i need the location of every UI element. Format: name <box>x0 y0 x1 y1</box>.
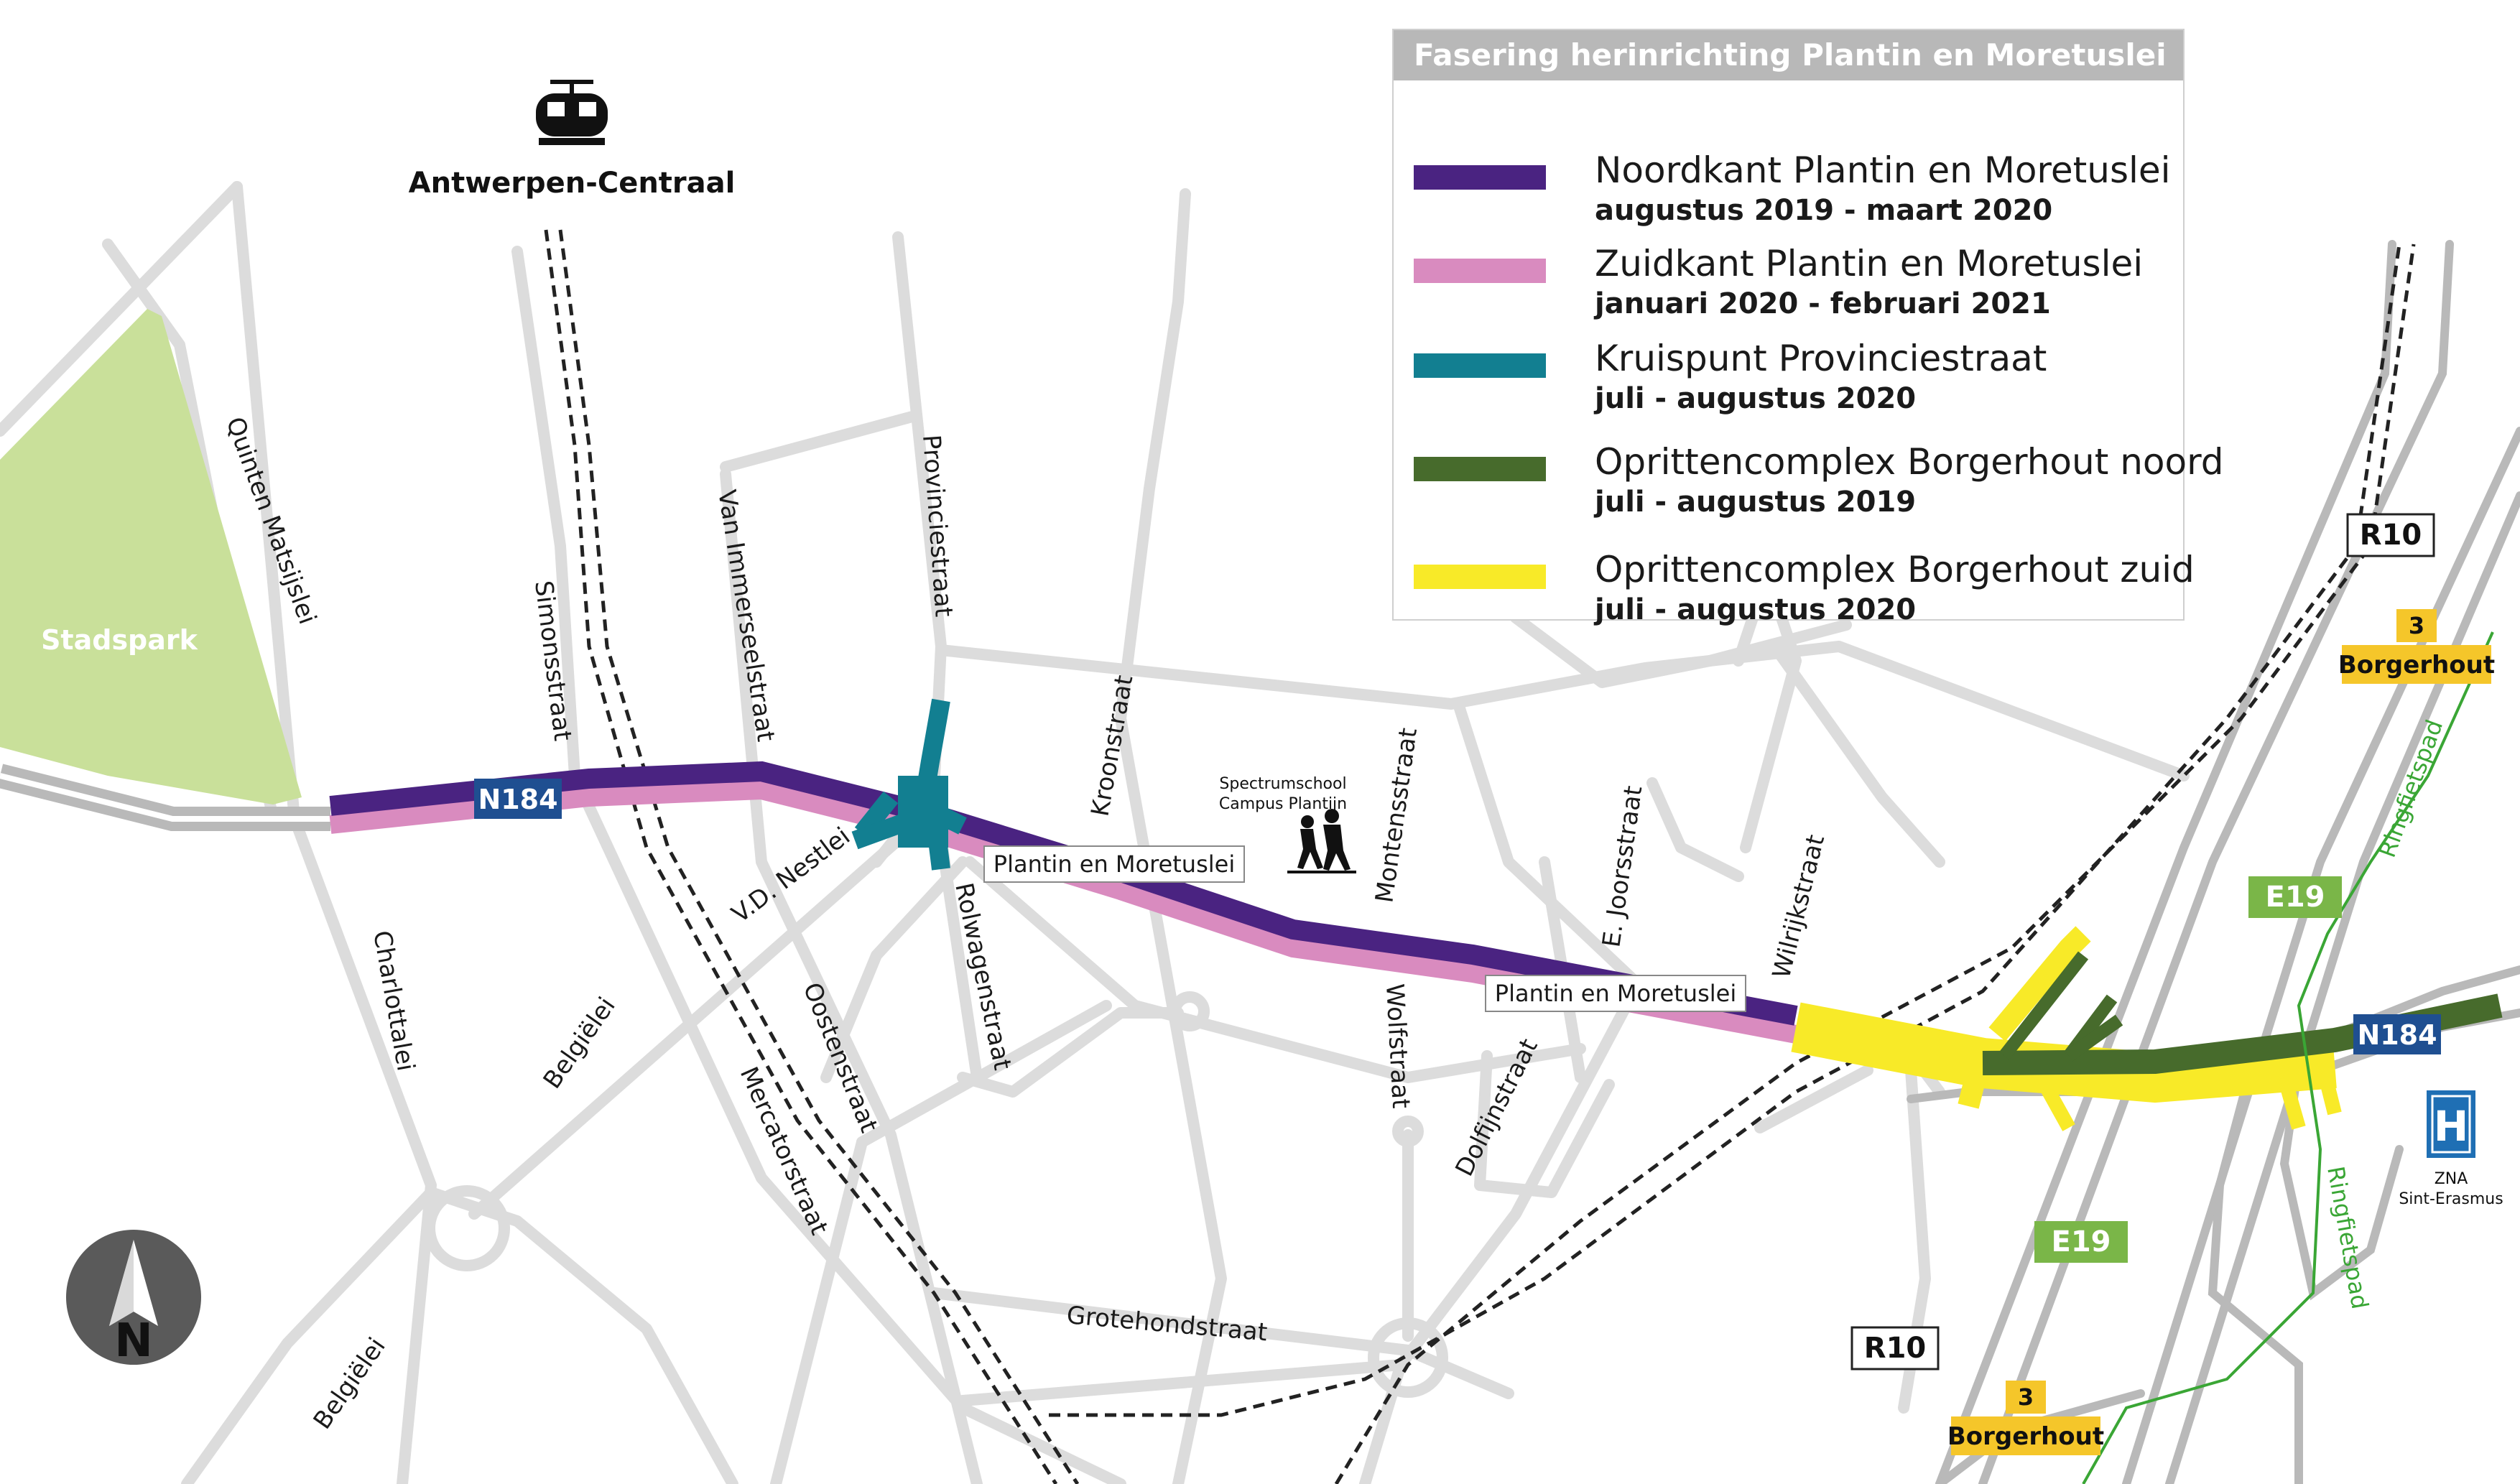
route-noordkant <box>329 761 1798 1026</box>
legend-dates: juli - augustus 2020 <box>1595 382 1917 415</box>
school-children-icon <box>1287 809 1356 873</box>
stadspark-area <box>0 309 302 804</box>
school-line1: Spectrumschool <box>1219 775 1346 793</box>
north-arrow-label: N <box>114 1314 153 1368</box>
train-icon <box>536 80 608 145</box>
svg-text:R10: R10 <box>2360 519 2422 552</box>
n184-road-inner <box>0 773 330 822</box>
main-road-label-2: Plantin en Moretuslei <box>1485 975 1746 1012</box>
label-belgielei-2: Belgiëlei <box>308 1332 392 1434</box>
ringfietspad <box>2082 631 2494 1484</box>
legend-swatch-kruispunt <box>1414 353 1546 378</box>
legend-dates: juli - augustus 2020 <box>1595 593 1917 626</box>
north-arrow-icon: N <box>66 1230 201 1368</box>
shield-n184-west: N184 <box>474 779 562 819</box>
hospital-icon: H <box>2427 1090 2475 1158</box>
label-e-joorsstraat: E. Joorsstraat <box>1597 784 1648 949</box>
legend-box: Fasering herinrichting Plantin en Moretu… <box>1392 29 2224 626</box>
legend-swatch-zuidkant <box>1414 259 1546 283</box>
svg-text:3: 3 <box>2018 1383 2034 1411</box>
station-label: Antwerpen-Centraal <box>409 167 736 200</box>
legend-title: Fasering herinrichting Plantin en Moretu… <box>1394 30 2183 80</box>
label-van-immerseelstraat: Van Immerseelstraat <box>712 488 780 743</box>
svg-text:Borgerhout: Borgerhout <box>1947 1422 2104 1451</box>
label-wilrijkstraat: Wilrijkstraat <box>1767 832 1830 981</box>
roundabouts <box>424 991 1448 1398</box>
legend-name: Oprittencomplex Borgerhout noord <box>1595 441 2224 483</box>
main-road-label-1: Plantin en Moretuslei <box>983 845 1245 883</box>
legend-dates: juli - augustus 2019 <box>1595 486 1917 519</box>
legend-name: Zuidkant Plantin en Moretuslei <box>1595 243 2144 284</box>
svg-text:3: 3 <box>2409 612 2424 639</box>
shield-r10-south: R10 <box>1850 1326 1940 1371</box>
shield-r10-north: R10 <box>2346 513 2435 557</box>
label-dolfijnstraat: Dolfijnstraat <box>1450 1034 1543 1181</box>
shield-e19-south: E19 <box>2034 1221 2128 1263</box>
label-wolfstraat: Wolfstraat <box>1380 983 1415 1109</box>
svg-text:N184: N184 <box>2357 1019 2437 1051</box>
legend-name: Oprittencomplex Borgerhout zuid <box>1595 549 2195 590</box>
label-montensstraat: Montensstraat <box>1370 726 1423 904</box>
legend-swatch-noord <box>1414 457 1546 481</box>
shield-exit-borgerhout-south: 3 Borgerhout <box>1947 1381 2104 1455</box>
svg-text:Borgerhout: Borgerhout <box>2338 651 2495 680</box>
main-road-label-1-text: Plantin en Moretuslei <box>993 850 1235 878</box>
svg-text:E19: E19 <box>2266 881 2325 914</box>
shield-exit-borgerhout-north: 3 Borgerhout <box>2338 609 2495 684</box>
legend-dates: januari 2020 - februari 2021 <box>1595 287 2051 320</box>
label-ringfietspad-2: Ringfietspad <box>2322 1164 2373 1312</box>
legend-dates: augustus 2019 - maart 2020 <box>1595 194 2053 227</box>
svg-text:R10: R10 <box>1864 1332 1926 1365</box>
railway <box>544 229 2416 1484</box>
legend-name: Noordkant Plantin en Moretuslei <box>1595 149 2171 191</box>
hospital-line1: ZNA <box>2435 1170 2468 1188</box>
hospital-line2: Sint-Erasmus <box>2399 1190 2503 1208</box>
shield-e19-north: E19 <box>2248 876 2342 918</box>
school-line2: Campus Plantijn <box>1219 795 1347 813</box>
label-grotehondstraat: Grotehondstraat <box>1065 1301 1269 1347</box>
legend-swatch-zuid <box>1414 565 1546 589</box>
kruispunt-provinciestraat-core <box>898 776 948 848</box>
legend-name: Kruispunt Provinciestraat <box>1595 338 2047 379</box>
label-belgielei-1: Belgiëlei <box>538 992 621 1094</box>
main-road-label-2-text: Plantin en Moretuslei <box>1495 980 1736 1007</box>
label-ringfietspad-1: Ringfietspad <box>2373 716 2448 861</box>
shield-n184-east: N184 <box>2353 1014 2441 1054</box>
oprittencomplex-zuid <box>1791 926 2342 1131</box>
svg-text:N184: N184 <box>478 784 557 815</box>
svg-text:H: H <box>2434 1102 2469 1151</box>
svg-text:E19: E19 <box>2052 1225 2111 1258</box>
label-oostenstraat: Oostenstraat <box>797 978 884 1136</box>
legend-swatch-noordkant <box>1414 165 1546 190</box>
stadspark-label: Stadspark <box>41 624 198 656</box>
